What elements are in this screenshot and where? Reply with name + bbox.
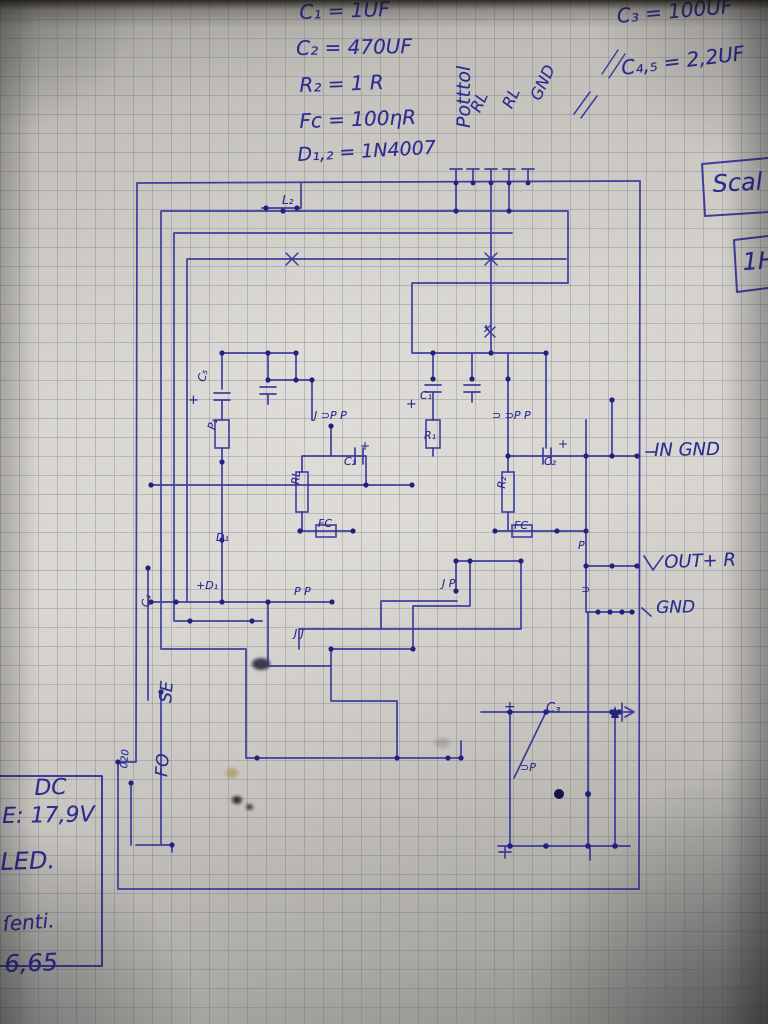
handwritten-label: C₄,₅ = 2,2UF (619, 40, 746, 80)
handwritten-label: Fc = 100ηR (298, 104, 417, 133)
handwritten-label: R₂ = 1 R (298, 70, 385, 97)
handwritten-label: + (504, 699, 516, 715)
handwritten-label: ⊃ (581, 583, 591, 596)
handwritten-label: ſenti. (1, 908, 56, 936)
handwritten-label: C₁ (420, 389, 433, 402)
handwritten-label: GND (655, 597, 696, 618)
handwritten-label: R₂ (495, 475, 510, 490)
handwritten-label: 1H (741, 246, 768, 276)
handwritten-label: FC (318, 517, 333, 530)
handwritten-label: ⊃P (520, 761, 536, 774)
handwritten-label: + (558, 437, 569, 451)
handwritten-label: P P (294, 585, 311, 598)
handwritten-label: P₁ (205, 417, 221, 432)
handwritten-label: LED. (0, 846, 56, 876)
handwritten-label: FO (152, 752, 174, 778)
handwritten-label: 6,65 (3, 948, 59, 978)
handwritten-label: D₁ (216, 531, 229, 544)
handwritten-label: DC (33, 774, 68, 801)
handwritten-label: C₃ (546, 701, 561, 716)
handwritten-label: +D₁ (196, 579, 219, 592)
handwritten-label: C₄ (139, 593, 154, 609)
handwritten-label: D₁,₂ = 1N4007 (296, 136, 437, 166)
handwritten-label: OUT+ R (663, 549, 737, 573)
handwritten-label: J J (294, 627, 304, 640)
handwritten-label: E: 17,9V (1, 802, 95, 829)
handwritten-label: P (578, 539, 585, 552)
handwritten-label: GND (526, 61, 559, 104)
handwritten-label: 020 (119, 748, 132, 769)
handwritten-label: RL (498, 85, 524, 112)
handwritten-label: J P (442, 577, 456, 590)
handwritten-label: + (188, 393, 199, 408)
handwritten-label: C₂ (344, 455, 357, 468)
handwritten-label: + (360, 439, 371, 453)
handwritten-label: FC (514, 519, 529, 532)
handwritten-label: C₁ = 1UF (298, 0, 391, 24)
handwritten-label: x (484, 321, 492, 335)
handwritten-label: IN GND (653, 438, 721, 461)
handwritten-label: ⊃ ⊃P P (492, 409, 531, 422)
handwritten-label: SE (156, 680, 178, 704)
handwritten-label: L₂ (282, 193, 294, 207)
handwritten-label: C₃ = 100UF (615, 0, 734, 28)
handwritten-label: RL (289, 470, 304, 486)
handwritten-label: J ⊃P P (314, 409, 347, 422)
handwritten-label: Scal (711, 167, 764, 198)
handwritten-label: R₁ (424, 429, 437, 442)
handwritten-label: + (406, 397, 417, 412)
handwritten-label: C₅ (195, 368, 211, 384)
handwritten-label: C₂ (544, 455, 557, 468)
handwritten-label: C₂ = 470UF (295, 33, 413, 60)
